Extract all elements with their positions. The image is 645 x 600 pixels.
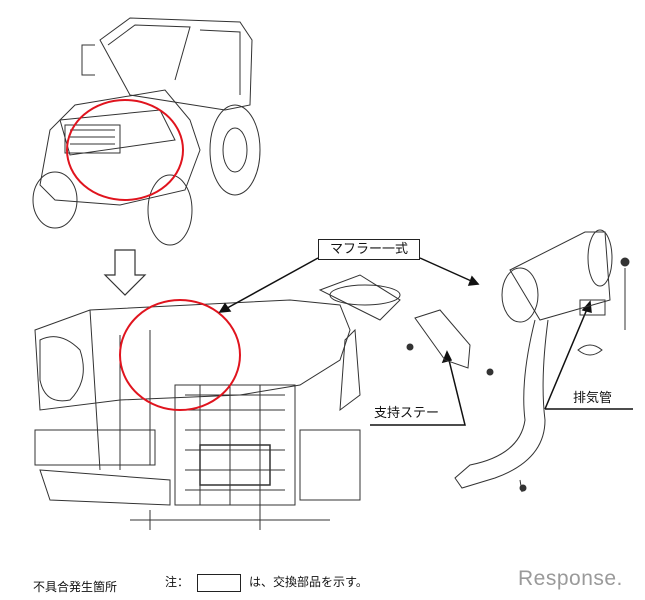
legend-box-swatch [197, 573, 242, 592]
muffler-illustration [406, 229, 630, 493]
muffler-assembly-label: マフラー一式 [318, 239, 420, 260]
engine-cutaway-illustration [34, 274, 401, 530]
exhaust-pipe-label: 排気管 [573, 391, 613, 406]
defect-highlight-tractor [66, 99, 184, 201]
support-stay-label: 支持ステー [374, 406, 440, 421]
note-text: は、交換部品を示す。 [249, 575, 368, 589]
defect-highlight-engine [119, 299, 241, 411]
tractor-illustration [32, 17, 261, 246]
down-arrow-icon [103, 249, 147, 296]
replacement-note: 注： は、交換部品を示す。 [165, 573, 368, 592]
note-prefix: 注： [165, 575, 190, 589]
response-watermark-logo: Response. [518, 567, 623, 590]
callout-arrows [218, 257, 633, 426]
defect-location-legend: 不具合発生箇所 [33, 580, 118, 594]
